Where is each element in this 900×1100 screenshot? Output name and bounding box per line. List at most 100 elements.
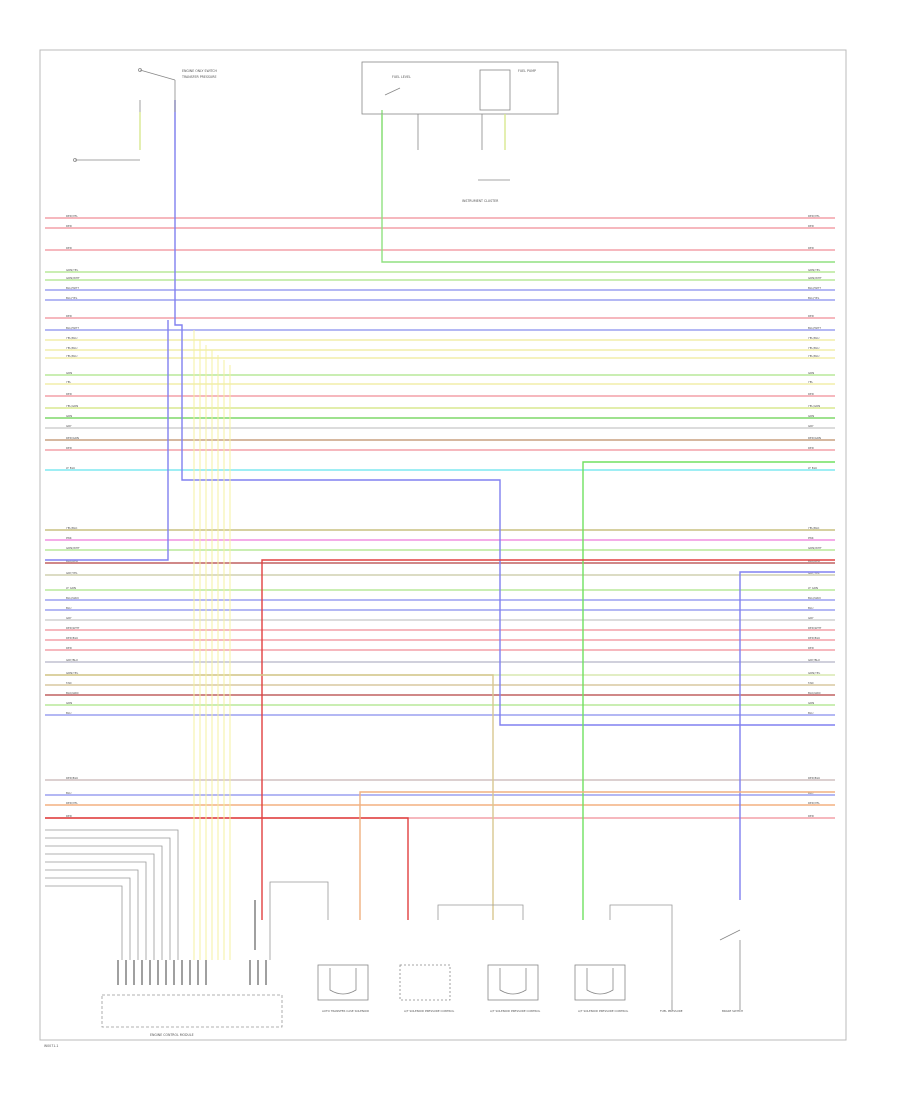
- wire-label-left-39: RED/BLU: [66, 776, 78, 780]
- wire-label-left-6: BLU/YEL: [66, 296, 78, 300]
- wire-label-right-33: GRY/BLU: [808, 658, 820, 662]
- wire-label-right-0: RED/YEL: [808, 214, 820, 218]
- bottom-components: [317, 929, 741, 1010]
- wire-label-left-37: GRN: [66, 701, 72, 705]
- wire-label-right-1: RED: [808, 224, 814, 228]
- wire-label-left-32: RED: [66, 646, 72, 650]
- wire-label-left-18: RED/GRN: [66, 436, 79, 440]
- component-label-4: A/T SOLENOID PRESSURE CONTROL: [578, 1009, 629, 1013]
- wire-label-right-32: RED: [808, 646, 814, 650]
- wire-label-right-21: YEL/BLK: [808, 526, 819, 530]
- wire-label-right-2: RED: [808, 246, 814, 250]
- wire-label-right-23: GRN/WHT: [808, 546, 822, 550]
- component-label-5: FUEL PRESSURE: [660, 1009, 683, 1013]
- wire-label-left-20: LT BLU: [66, 466, 75, 470]
- wire-label-left-16: GRN: [66, 414, 72, 418]
- wire-label-right-10: YEL/BLU: [808, 346, 819, 350]
- blue-wire-switch: [174, 100, 835, 726]
- red-wire-module: [261, 559, 835, 920]
- wire-label-right-40: BLU: [808, 791, 813, 795]
- wire-label-right-17: GRY: [808, 424, 814, 428]
- wire-label-right-38: BLU: [808, 711, 813, 715]
- wire-label-left-33: GRY/BLU: [66, 658, 78, 662]
- wire-label-right-28: BLU: [808, 606, 813, 610]
- wire-label-left-31: RED/BLU: [66, 636, 78, 640]
- wire-label-left-3: GRN/YEL: [66, 268, 79, 272]
- wire-label-right-13: YEL: [808, 380, 813, 384]
- wire-label-right-12: GRN: [808, 371, 814, 375]
- wire-label-left-35: TAN: [65, 681, 72, 685]
- wire-label-left-7: RED: [66, 314, 72, 318]
- wire-label-left-1: RED: [66, 224, 72, 228]
- instrument-cluster-label: INSTRUMENT CLUSTER: [462, 199, 499, 203]
- wire-label-left-9: YEL/BLU: [66, 336, 77, 340]
- orange-wire: [359, 791, 835, 920]
- wire-label-left-22: PNK: [66, 536, 72, 540]
- wire-label-right-5: BLU/WHT: [808, 286, 821, 290]
- wire-label-left-25: GRY/YEL: [66, 571, 78, 575]
- wire-label-right-34: GRN/YEL: [808, 671, 821, 675]
- routing-wires: [45, 100, 835, 1000]
- wire-label-left-8: BLU/WHT: [66, 326, 79, 330]
- wire-label-left-26: LT GRN: [66, 586, 76, 590]
- wire-label-left-40: BLU: [66, 791, 71, 795]
- top-left-switch: [73, 68, 176, 162]
- wire-label-left-41: RED/YEL: [66, 801, 78, 805]
- wire-label-left-21: YEL/BLK: [66, 526, 77, 530]
- wire-label-right-27: BLU/GRN: [808, 596, 821, 600]
- ecm-connector: [101, 900, 283, 1028]
- wire-label-left-5: BLU/WHT: [66, 286, 79, 290]
- blue-wire-brake: [739, 571, 835, 900]
- wire-label-left-28: BLU: [66, 606, 71, 610]
- red-wire-center: [45, 817, 409, 920]
- wire-label-right-20: LT BLU: [808, 466, 817, 470]
- ecm-connector-label: ENGINE CONTROL MODULE: [150, 1033, 194, 1037]
- wire-label-right-4: GRN/WHT: [808, 276, 822, 280]
- wire-label-right-36: BLK/GRN: [808, 691, 820, 695]
- wire-label-right-35: TAN: [807, 681, 814, 685]
- wire-label-right-41: RED/YEL: [808, 801, 820, 805]
- yellow-bundle: [193, 330, 231, 960]
- wire-label-left-10: YEL/BLU: [66, 346, 77, 350]
- wire-label-left-13: YEL: [66, 380, 71, 384]
- top-left-switch-label-1: ENGINE ONLY SWITCH: [182, 69, 218, 73]
- diagram-frame: [39, 49, 847, 1041]
- wire-label-right-37: GRN: [808, 701, 814, 705]
- gray-stepped-lines: [45, 829, 673, 1000]
- component-label-2: A/T SOLENOID PRESSURE CONTROL: [404, 1009, 455, 1013]
- wire-label-right-16: GRN: [808, 414, 814, 418]
- fuel-level-label: FUEL LEVEL: [392, 75, 411, 79]
- wire-label-right-26: LT GRN: [808, 586, 818, 590]
- wire-label-right-9: YEL/BLU: [808, 336, 819, 340]
- blue-wire-left: [45, 320, 169, 561]
- wire-label-left-0: RED/YEL: [66, 214, 78, 218]
- wire-label-right-14: RED: [808, 392, 814, 396]
- fuel-module-box: [361, 61, 559, 181]
- component-label-3: A/T SOLENOID PRESSURE CONTROL: [490, 1009, 541, 1013]
- wire-label-right-42: RED: [808, 814, 814, 818]
- wire-label-left-30: RED/WHT: [66, 626, 80, 630]
- fuel-pump-label: FUEL PUMP: [518, 69, 536, 73]
- figure-ref: W0071-1: [44, 1044, 58, 1048]
- wire-label-right-25: GRY/YEL: [808, 571, 820, 575]
- green-wire-fuel: [381, 110, 835, 263]
- wire-label-right-7: RED: [808, 314, 814, 318]
- tan-wire: [45, 674, 494, 920]
- wire-label-right-6: BLU/YEL: [808, 296, 820, 300]
- wire-label-right-22: PNK: [808, 536, 814, 540]
- wire-label-right-3: GRN/YEL: [808, 268, 821, 272]
- wire-label-left-15: YEL/GRN: [66, 404, 78, 408]
- wire-label-right-24: BLK/RED: [808, 559, 820, 563]
- wire-label-right-39: RED/BLU: [808, 776, 820, 780]
- wire-label-right-31: RED/BLU: [808, 636, 820, 640]
- wire-label-left-19: RED: [66, 446, 72, 450]
- wire-layer: RED/YEL RED/YEL RED RED RED RED GRN/YEL GRN/YEL…: [45, 214, 835, 819]
- wire-label-left-17: GRY: [66, 424, 72, 428]
- wire-label-left-2: RED: [66, 246, 72, 250]
- wire-label-left-23: GRN/WHT: [66, 546, 80, 550]
- wire-label-right-15: YEL/GRN: [808, 404, 820, 408]
- wire-label-left-36: BLK/GRN: [66, 691, 78, 695]
- wire-label-left-38: BLU: [66, 711, 71, 715]
- wire-label-left-4: GRN/WHT: [66, 276, 80, 280]
